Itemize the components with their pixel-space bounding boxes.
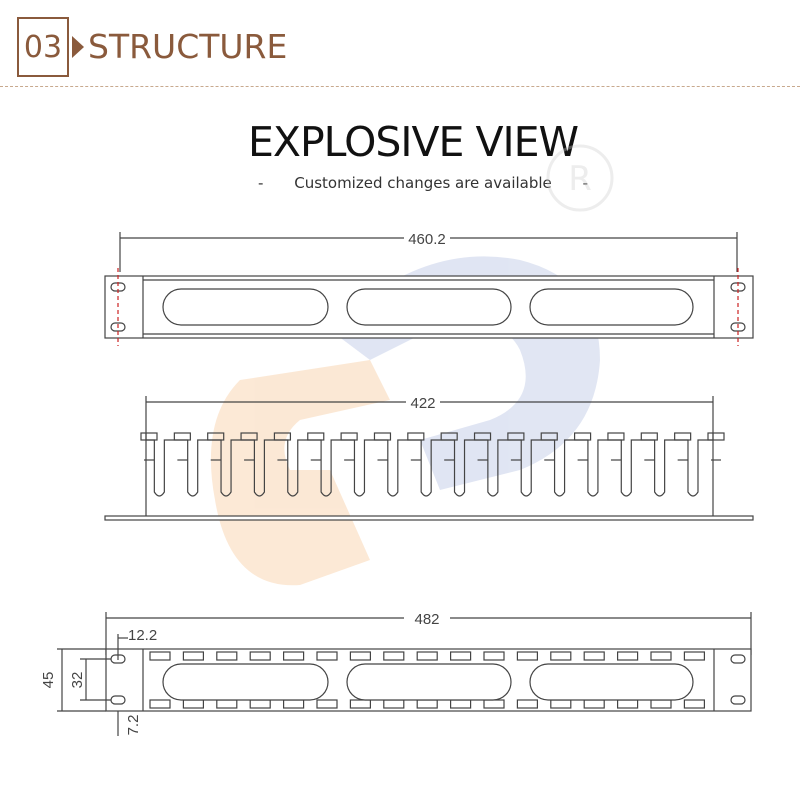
duct-tooth bbox=[550, 651, 572, 661]
dimension-460: 460.2 bbox=[408, 231, 446, 248]
dimension-7-2: 7.2 bbox=[125, 715, 142, 736]
duct-tooth bbox=[650, 651, 672, 661]
duct-tooth bbox=[616, 651, 639, 661]
duct-tooth bbox=[516, 699, 539, 709]
duct-tooth bbox=[583, 651, 605, 661]
finger-cap bbox=[307, 432, 325, 441]
subtitle-text: Customized changes are available bbox=[294, 174, 552, 192]
subtitle-dash-left: - bbox=[258, 174, 264, 192]
triangle-arrow-icon bbox=[72, 36, 84, 58]
finger-cap bbox=[607, 432, 625, 441]
mount-hole bbox=[730, 695, 746, 705]
dimension-32: 32 bbox=[69, 672, 86, 689]
duct-tooth bbox=[149, 651, 171, 661]
bottom-view bbox=[57, 612, 752, 736]
finger-cap bbox=[373, 432, 392, 441]
finger-cap bbox=[640, 432, 658, 441]
finger-cap bbox=[473, 432, 492, 441]
subtitle-dash-right: - bbox=[582, 174, 588, 192]
duct-tooth bbox=[216, 651, 238, 661]
page-title: EXPLOSIVE VIEW bbox=[247, 118, 579, 166]
duct-tooth bbox=[182, 651, 204, 661]
duct-tooth bbox=[283, 651, 305, 661]
bottom-slot-3 bbox=[529, 663, 694, 701]
section-title: STRUCTURE bbox=[88, 27, 288, 66]
finger-cap bbox=[573, 432, 592, 441]
finger-cap bbox=[540, 432, 558, 441]
duct-tooth bbox=[683, 699, 706, 709]
finger-cap bbox=[440, 432, 458, 441]
duct-tooth bbox=[249, 651, 271, 661]
duct-tooth bbox=[416, 651, 438, 661]
finger-cap bbox=[707, 432, 725, 441]
dimension-482: 482 bbox=[414, 611, 439, 628]
finger-cap bbox=[207, 432, 225, 441]
dimension-45: 45 bbox=[40, 672, 57, 689]
duct-tooth bbox=[450, 651, 472, 661]
finger-cap bbox=[507, 432, 525, 441]
header-divider bbox=[0, 86, 800, 87]
duct-tooth bbox=[316, 699, 338, 709]
finger-cap bbox=[273, 432, 292, 441]
front-slot-2 bbox=[346, 288, 512, 326]
finger-cap bbox=[173, 432, 191, 441]
registered-mark-circle bbox=[546, 144, 614, 212]
dimension-12-2: 12.2 bbox=[128, 627, 157, 644]
subtitle: - Customized changes are available - bbox=[258, 174, 588, 192]
duct-tooth bbox=[149, 699, 171, 709]
mount-hole bbox=[730, 654, 746, 664]
duct-tooth bbox=[349, 651, 371, 661]
duct-tooth bbox=[683, 651, 706, 661]
section-number: 03 bbox=[23, 29, 63, 65]
duct-tooth bbox=[516, 651, 539, 661]
duct-tooth bbox=[316, 651, 338, 661]
finger-cap bbox=[340, 432, 358, 441]
front-slot-1 bbox=[162, 288, 329, 326]
middle-view bbox=[104, 396, 754, 521]
bottom-slot-2 bbox=[346, 663, 512, 701]
finger-cap bbox=[140, 432, 158, 441]
section-number-box: 03 bbox=[17, 17, 69, 77]
front-view bbox=[104, 232, 754, 346]
front-slot-3 bbox=[529, 288, 694, 326]
bottom-slot-1 bbox=[162, 663, 329, 701]
duct-tooth bbox=[383, 651, 405, 661]
finger-cap bbox=[674, 432, 692, 441]
duct-tooth bbox=[483, 651, 505, 661]
registered-mark: R bbox=[568, 159, 592, 199]
finger-teeth bbox=[146, 439, 713, 497]
dimension-422: 422 bbox=[410, 395, 435, 412]
finger-cap bbox=[240, 432, 258, 441]
finger-cap bbox=[407, 432, 425, 441]
